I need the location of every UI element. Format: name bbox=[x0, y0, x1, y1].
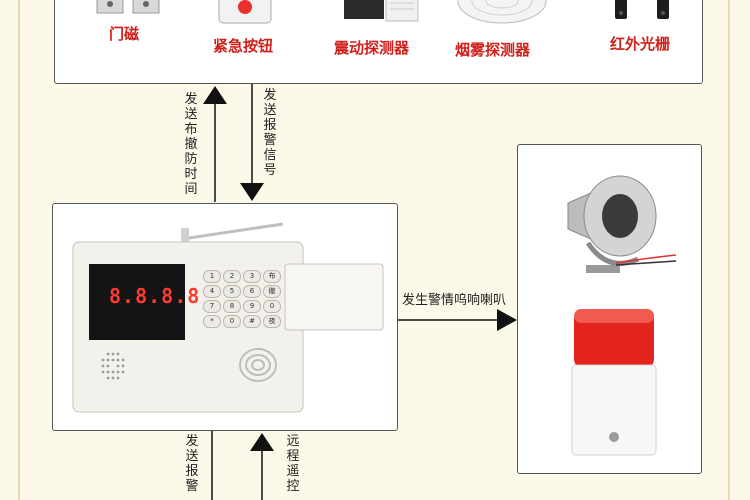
infrared-beam-icon bbox=[615, 0, 669, 19]
key-8: 8 bbox=[223, 300, 241, 313]
key-6: 6 bbox=[243, 285, 261, 298]
label-send-alarm: 发送报警 bbox=[185, 434, 199, 494]
key-4: 4 bbox=[203, 285, 221, 298]
alarm-host-device bbox=[72, 222, 384, 413]
siren-panel bbox=[517, 144, 702, 474]
host-display-readout: 8.8.8.8 bbox=[109, 284, 201, 308]
sensor-label-smoke-detector: 烟雾探测器 bbox=[455, 41, 531, 59]
sensors-panel: 门磁 紧急按钮 震动探测器 烟雾探测器 红外光栅 bbox=[54, 0, 703, 84]
key-disarm: 撤 bbox=[263, 285, 281, 298]
key-0: 0 bbox=[223, 315, 241, 328]
bottom-left-arrow bbox=[211, 431, 213, 500]
smoke-detector-icon bbox=[457, 0, 547, 24]
key-hash: # bbox=[243, 315, 261, 328]
key-1: 1 bbox=[203, 270, 221, 283]
key-night: 夜 bbox=[263, 315, 281, 328]
left-border-line bbox=[18, 0, 20, 500]
key-9: 9 bbox=[243, 300, 261, 313]
key-2: 2 bbox=[223, 270, 241, 283]
label-send-alarm-signal: 发送报警信号 bbox=[263, 88, 277, 178]
up-arrow bbox=[203, 86, 227, 202]
key-3: 3 bbox=[243, 270, 261, 283]
key-star: * bbox=[203, 315, 221, 328]
sensor-label-door-magnet: 门磁 bbox=[109, 25, 140, 43]
key-7: 7 bbox=[203, 300, 221, 313]
label-send-arm-disarm-time: 发送布撤防时间 bbox=[184, 92, 198, 197]
bottom-right-arrow bbox=[250, 433, 274, 500]
emergency-button-icon bbox=[218, 0, 272, 24]
right-border-line bbox=[728, 0, 730, 500]
label-remote-control: 远程遥控 bbox=[286, 434, 300, 494]
sensor-label-infrared-beam: 红外光栅 bbox=[610, 35, 671, 53]
down-arrow bbox=[240, 84, 264, 201]
key-0-right: 0 bbox=[263, 300, 281, 313]
vibration-detector-icon bbox=[344, 0, 419, 22]
key-5: 5 bbox=[223, 285, 241, 298]
door-magnet-icon bbox=[96, 0, 160, 14]
sensor-label-vibration-detector: 震动探测器 bbox=[334, 39, 410, 57]
key-arm: 布 bbox=[263, 270, 281, 283]
label-alarm-siren: 发生警情呜响喇叭 bbox=[402, 293, 507, 308]
host-panel: 8.8.8.8 1 2 3 布 4 5 6 撤 7 8 9 0 * 0 # 夜 bbox=[52, 203, 398, 431]
strobe-light-icon bbox=[571, 309, 657, 456]
sensor-label-emergency-button: 紧急按钮 bbox=[213, 37, 274, 55]
horn-speaker-icon bbox=[567, 175, 677, 273]
right-arrow bbox=[398, 309, 517, 331]
